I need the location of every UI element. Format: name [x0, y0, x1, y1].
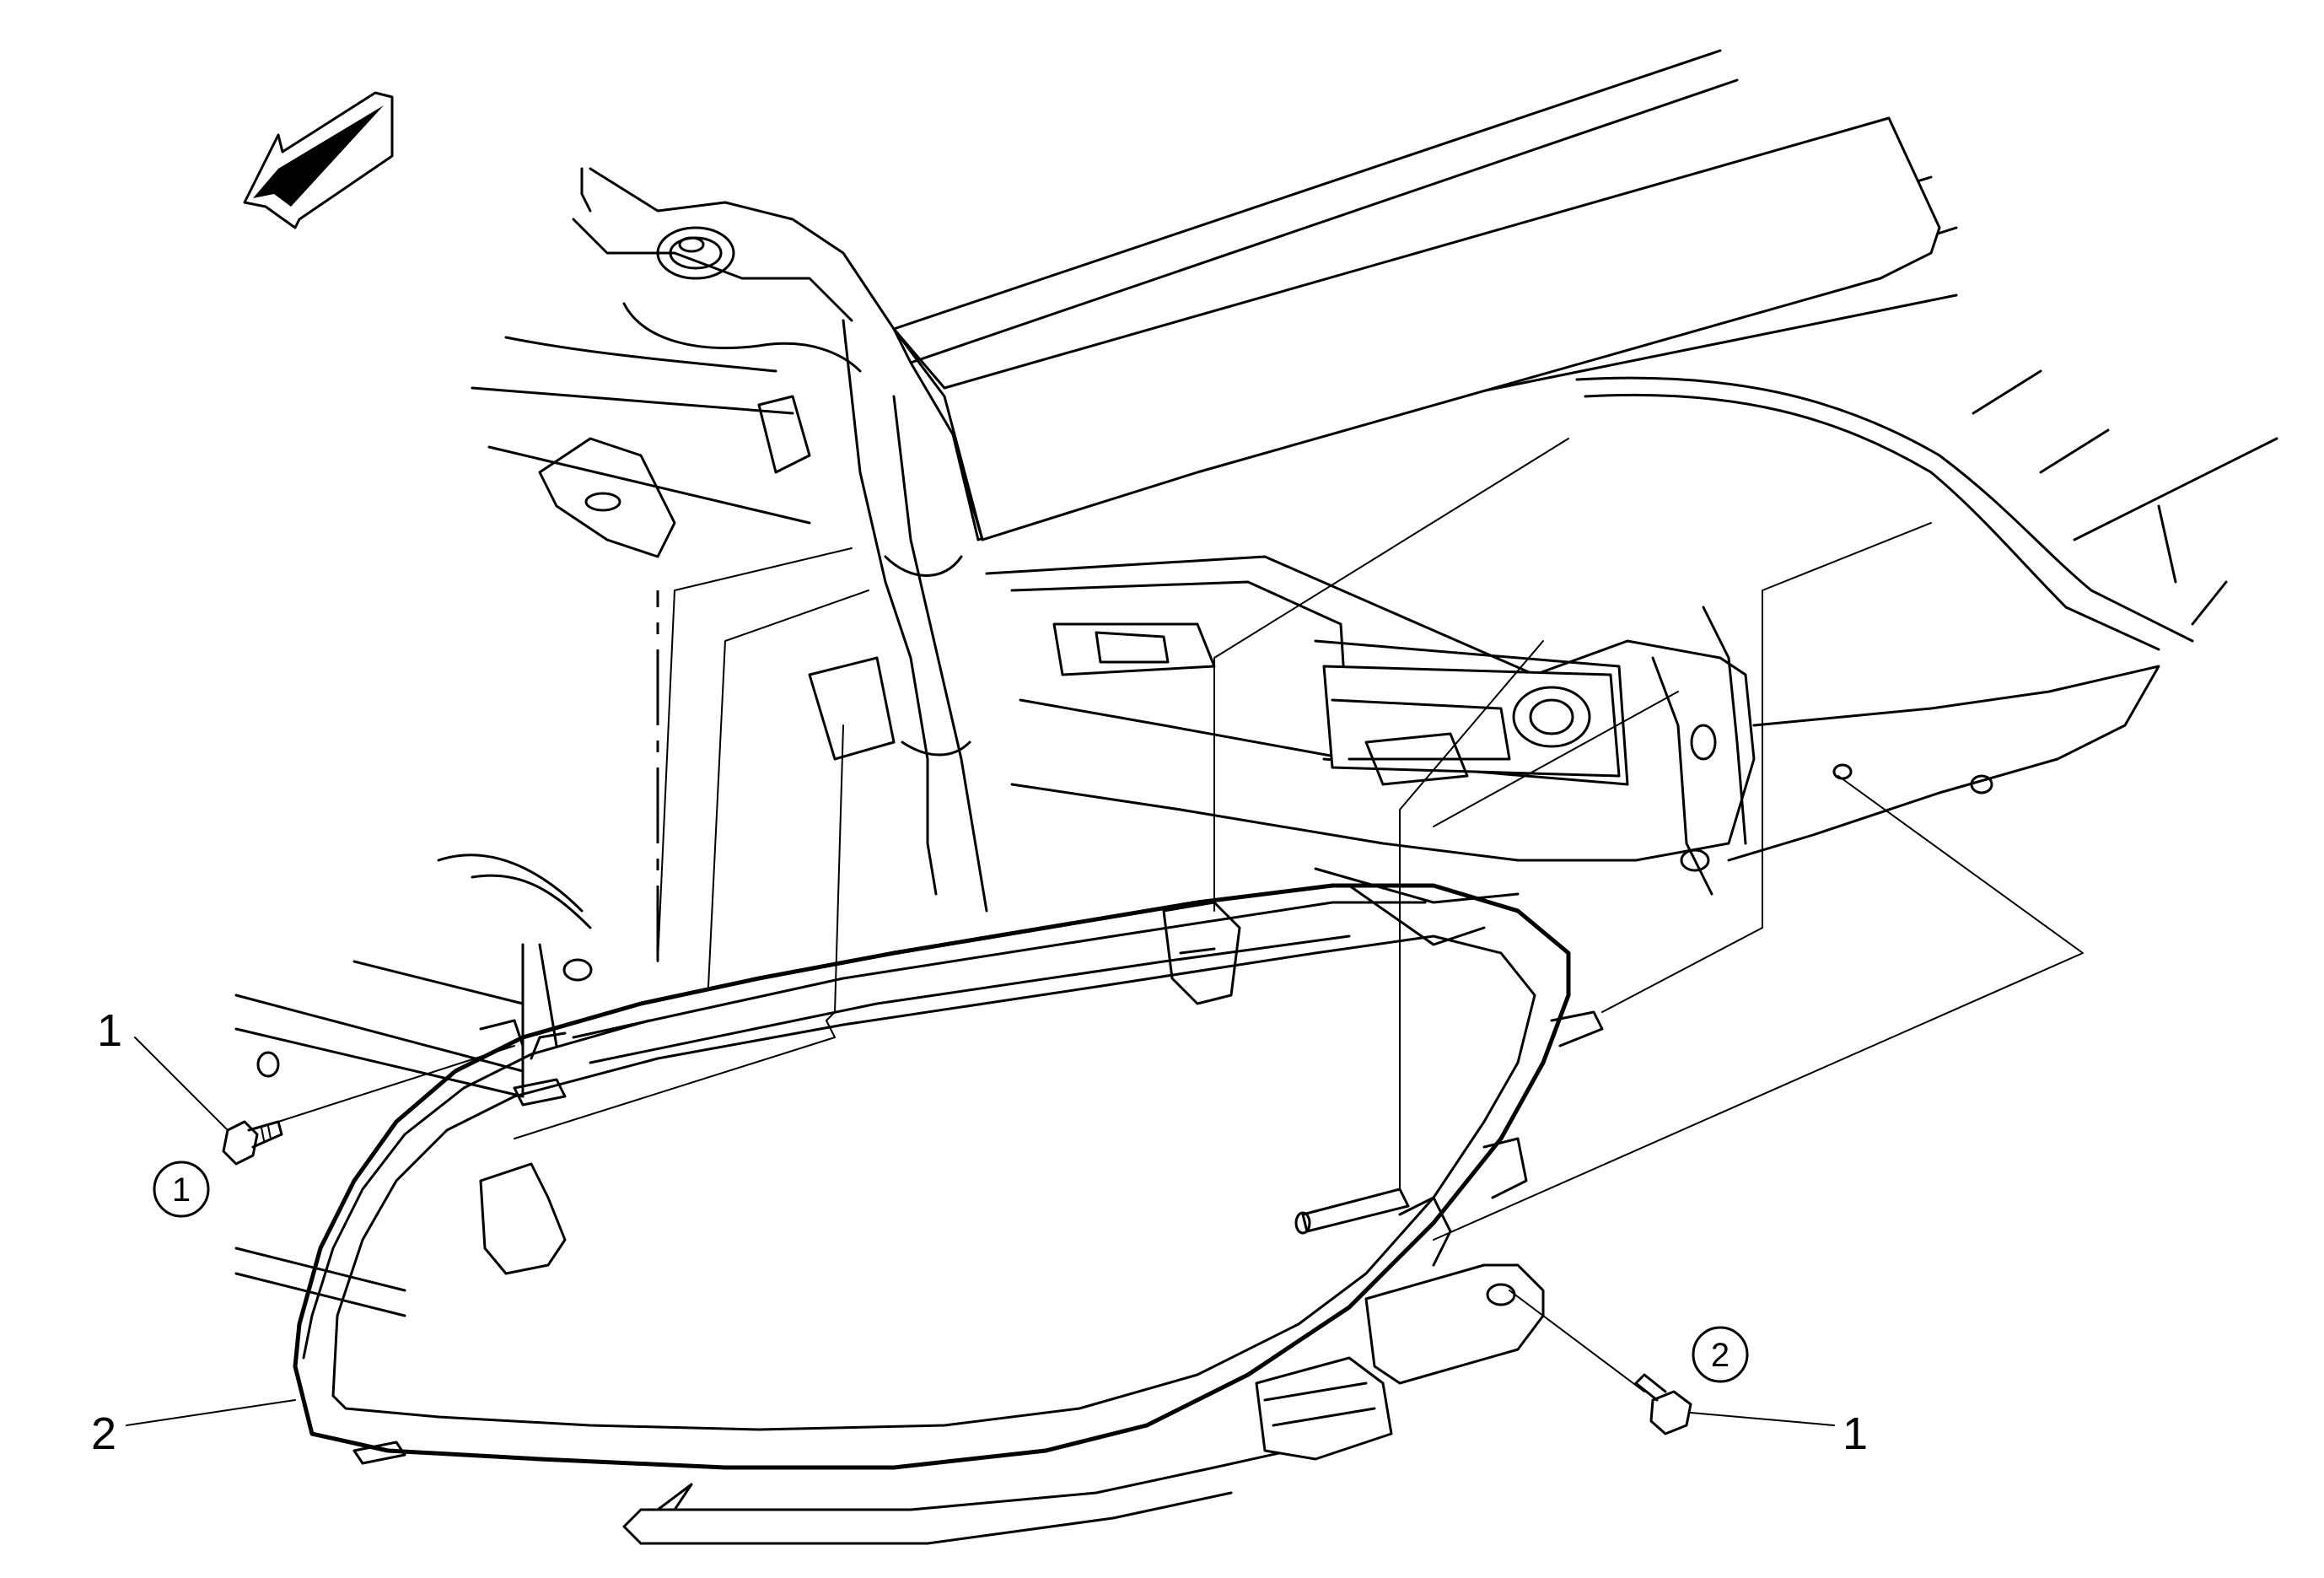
step-marker-1-label: 1: [172, 1171, 191, 1209]
bolt-right: [1634, 1373, 1692, 1435]
callout-1-right: 1: [1843, 1408, 1868, 1459]
callout-leaders: [126, 1037, 1835, 1426]
callout-2-left: 2: [91, 1408, 116, 1459]
front-direction-arrow-icon: [243, 91, 394, 229]
step-marker-1: 1: [153, 1161, 210, 1218]
bolt-left: [222, 1120, 283, 1166]
body-structure: [234, 49, 2278, 1317]
headlamp-assembly: [293, 883, 1604, 1545]
callout-1-left: 1: [97, 1005, 122, 1056]
step-marker-2: 2: [1692, 1326, 1749, 1383]
alignment-lines: [277, 438, 2084, 1392]
step-marker-2-label: 2: [1711, 1337, 1730, 1374]
